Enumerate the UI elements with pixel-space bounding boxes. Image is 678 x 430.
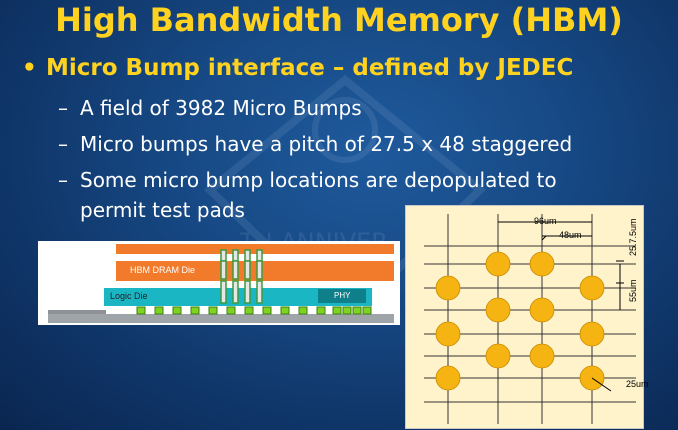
substrate-step xyxy=(48,310,106,314)
dash-marker: – xyxy=(58,168,68,192)
logic-label: Logic Die xyxy=(110,291,148,301)
sub-bullet-text: Micro bumps have a pitch of 27.5 x 48 st… xyxy=(80,132,573,156)
phy-label: PHY xyxy=(334,291,351,300)
dim-48-label: 48um xyxy=(559,230,582,240)
dash-marker: – xyxy=(58,96,68,120)
upper-dram-layer xyxy=(116,244,394,254)
slide-title: High Bandwidth Memory (HBM) xyxy=(55,1,623,39)
sub-bullet-continuation: permit test pads xyxy=(80,198,245,222)
hbm-dram-die: HBM DRAM Die xyxy=(116,261,394,281)
dim-96-label: 96um xyxy=(534,216,557,226)
tsv-and-bumps-icon xyxy=(136,249,372,315)
bullet-marker: • xyxy=(22,55,37,81)
dim-27-label: 25.7.5um xyxy=(628,218,638,256)
dash-marker: – xyxy=(58,132,68,156)
sub-bullet-text: A field of 3982 Micro Bumps xyxy=(80,96,362,120)
sub-bullet: –Micro bumps have a pitch of 27.5 x 48 s… xyxy=(58,129,572,159)
dram-label: HBM DRAM Die xyxy=(130,265,196,275)
main-bullet-text: Micro Bump interface – defined by JEDEC xyxy=(46,55,574,81)
dim-55-label: 55um xyxy=(628,279,638,302)
micro-bump-grid-diagram: 96um 48um 25.7.5um 55um 25um xyxy=(405,205,649,429)
phy-block: PHY xyxy=(318,289,366,303)
sub-bullet: –A field of 3982 Micro Bumps xyxy=(58,93,362,123)
bump-grid-lines-icon xyxy=(424,214,636,424)
interposer-base xyxy=(48,314,394,323)
dim-25-label: 25um xyxy=(626,379,649,389)
hbm-cross-section-diagram: HBM DRAM Die Logic Die PHY xyxy=(38,241,400,325)
main-bullet: • Micro Bump interface – defined by JEDEC xyxy=(22,55,573,81)
sub-bullet: –Some micro bump locations are depopulat… xyxy=(58,165,557,195)
sub-bullet-text: Some micro bump locations are depopulate… xyxy=(80,168,557,192)
